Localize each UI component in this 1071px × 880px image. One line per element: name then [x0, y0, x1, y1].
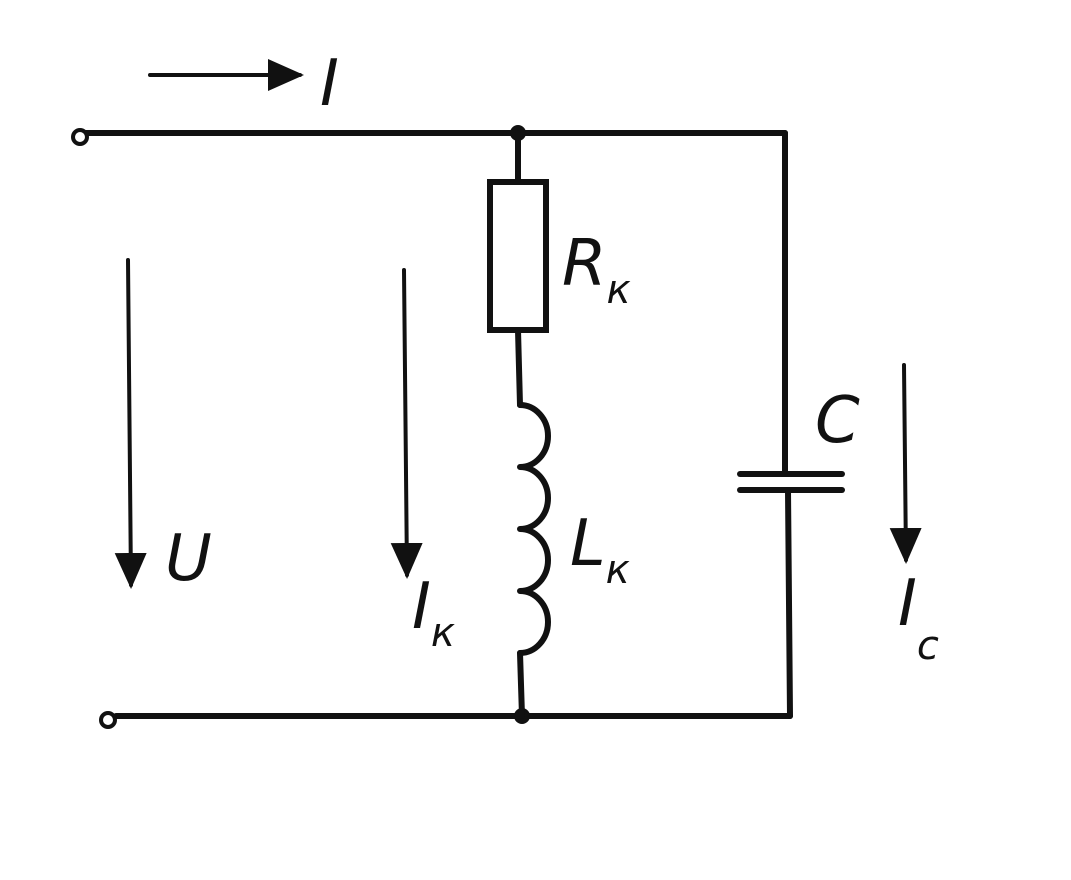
label-current-total: I [320, 47, 339, 121]
current-branch-arrow [390, 268, 423, 579]
label-inductor-main: L [570, 507, 606, 581]
label-capacitor-current: Ic [898, 567, 939, 669]
voltage-arrow [114, 258, 147, 589]
label-inductor-sub: к [606, 547, 630, 593]
inductor-coil [517, 402, 551, 656]
label-resistor-main: R [562, 227, 606, 301]
label-capacitor: C [815, 384, 860, 458]
resistor [487, 179, 549, 333]
label-branch-current: Iк [412, 570, 455, 656]
label-branch-current-main: I [412, 570, 431, 644]
current-capacitor-arrow [889, 363, 922, 564]
label-branch-current-sub: к [431, 610, 455, 656]
terminal-top [71, 128, 89, 146]
label-capacitor-current-main: I [898, 567, 917, 641]
terminal-bottom [99, 711, 117, 729]
capacitor-branch [737, 130, 845, 719]
label-resistor-sub: к [606, 267, 630, 313]
label-resistor: Rк [562, 227, 631, 313]
label-inductor: Lк [570, 507, 630, 593]
rl-branch [487, 130, 551, 719]
label-voltage: U [165, 522, 212, 596]
label-capacitor-current-sub: c [917, 623, 939, 669]
